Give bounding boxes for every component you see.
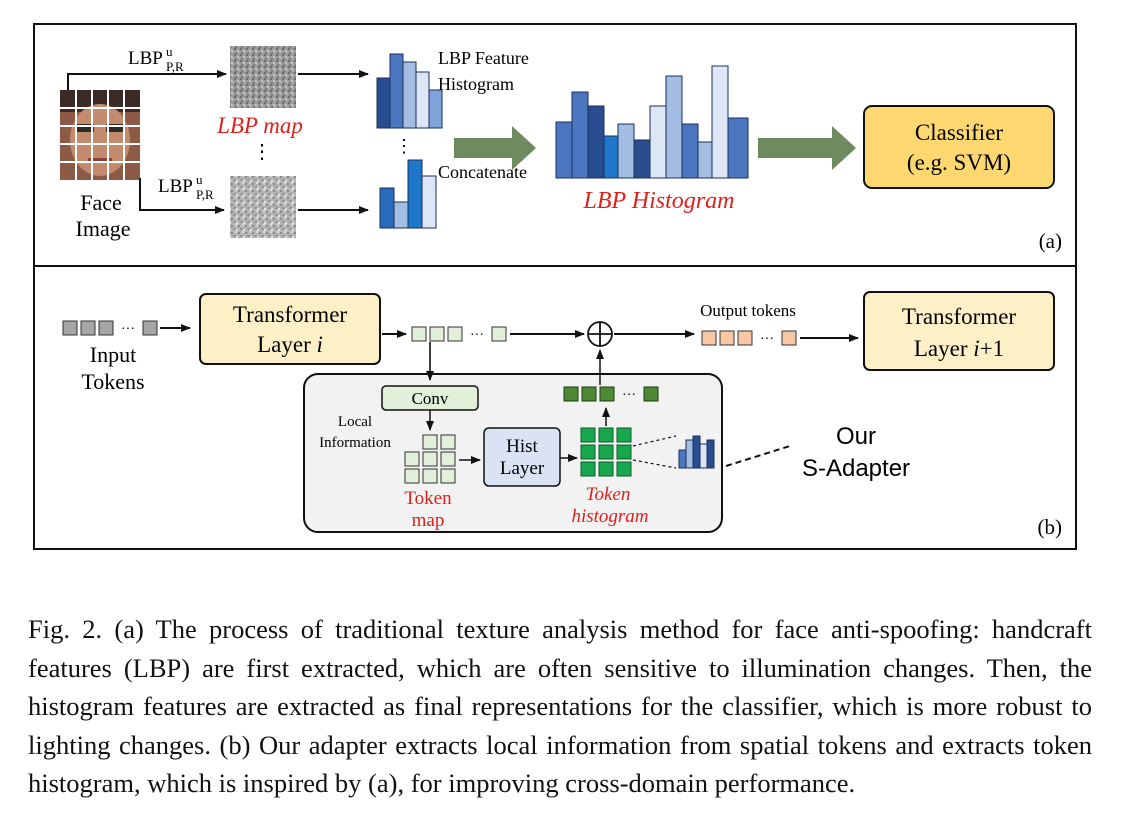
- hist-layer-box: [483, 427, 561, 487]
- panel-b-tag: (b): [1038, 515, 1063, 539]
- transformer-layer-i1-box: [863, 291, 1055, 371]
- zoom-line-bottom: [632, 459, 677, 469]
- svg-text:LBP: LBP: [128, 48, 163, 69]
- transformer-layer-i1-line1: Transformer: [902, 304, 1016, 329]
- hist-layer-label-line2: Layer: [500, 458, 545, 479]
- transformer-layer-i-line2: Layer i: [257, 332, 323, 357]
- histogram-dots: ⋮: [395, 136, 413, 156]
- mini-histogram-icon: [678, 435, 715, 469]
- token-histogram-grid: [580, 427, 632, 477]
- zoom-line-top: [632, 435, 677, 447]
- token-map-grid: [404, 434, 456, 484]
- concatenate-label: Concatenate: [438, 162, 527, 182]
- conv-label: Conv: [412, 389, 449, 408]
- lbp-map-dots: ⋮: [252, 141, 272, 163]
- panel-a-tag: (a): [1039, 229, 1062, 253]
- input-tokens-label-line1: Input: [90, 342, 136, 367]
- feature-histogram-label-line2: Histogram: [438, 74, 514, 94]
- svg-text:P,R: P,R: [166, 59, 184, 74]
- output-tokens: [701, 330, 797, 346]
- our-label: Our: [836, 423, 876, 450]
- token-histogram-label-line2: histogram: [571, 506, 648, 527]
- local-info-label-line1: Local: [338, 414, 372, 430]
- lbp-histogram-big: [555, 65, 749, 179]
- svg-text:u: u: [166, 44, 173, 59]
- intermediate-tokens: [411, 326, 507, 342]
- lbp-map-label: LBP map: [216, 113, 303, 138]
- face-label-line1: Face: [80, 190, 122, 215]
- input-tokens: [62, 320, 158, 336]
- intermediate-tokens-ellipsis: ···: [470, 328, 484, 343]
- to-classifier-arrow: [758, 126, 856, 170]
- hist-layer-label-line1: Hist: [506, 436, 538, 457]
- input-tokens-label-line2: Tokens: [81, 369, 144, 394]
- lbp-feature-histogram-bottom: [379, 159, 437, 229]
- residual-add-node: [587, 321, 613, 347]
- lbp-map-image-top: [230, 46, 296, 108]
- transformer-layer-i-line1: Transformer: [233, 302, 347, 327]
- concatenate-arrow: [454, 126, 536, 170]
- lbp-operator-top: LBP u P,R: [128, 44, 184, 74]
- lbp-histogram-label: LBP Histogram: [583, 188, 735, 214]
- input-tokens-ellipsis: ···: [121, 322, 135, 337]
- output-tokens-label: Output tokens: [700, 301, 796, 320]
- svg-text:LBP: LBP: [158, 176, 193, 197]
- lbp-map-image-bottom: [230, 176, 296, 238]
- transformer-layer-i-box: [199, 293, 381, 365]
- panel-b-frame: [33, 265, 1077, 550]
- local-info-label-line2: Information: [319, 435, 391, 451]
- output-tokens-ellipsis: ···: [760, 332, 774, 347]
- classifier-label-line1: Classifier: [915, 120, 1003, 145]
- svg-text:P,R: P,R: [196, 187, 214, 202]
- pooled-tokens-ellipsis: ···: [622, 388, 636, 403]
- token-map-label-line2: map: [412, 510, 445, 531]
- lbp-operator-bottom: LBP u P,R: [158, 172, 214, 202]
- classifier-box: [863, 105, 1055, 189]
- classifier-label-line2: (e.g. SVM): [907, 150, 1011, 175]
- figure-caption: Fig. 2. (a) The process of traditional t…: [28, 614, 1092, 798]
- token-map-label-line1: Token: [404, 488, 452, 509]
- svg-text:u: u: [196, 172, 203, 187]
- face-label-line2: Image: [76, 216, 131, 241]
- arrow-face-to-lbp-map-top: [67, 70, 227, 90]
- s-adapter-label: S-Adapter: [802, 455, 910, 482]
- lbp-feature-histogram-top: [376, 53, 443, 129]
- s-adapter-pointer-line: [725, 445, 791, 467]
- face-image: [60, 90, 140, 180]
- feature-histogram-label-line1: LBP Feature: [438, 48, 529, 68]
- transformer-layer-i1-line2: Layer i+1: [914, 336, 1004, 361]
- pooled-tokens: [563, 386, 659, 402]
- token-histogram-label-line1: Token: [586, 484, 631, 505]
- arrow-face-to-lbp-map-bottom: [139, 178, 225, 214]
